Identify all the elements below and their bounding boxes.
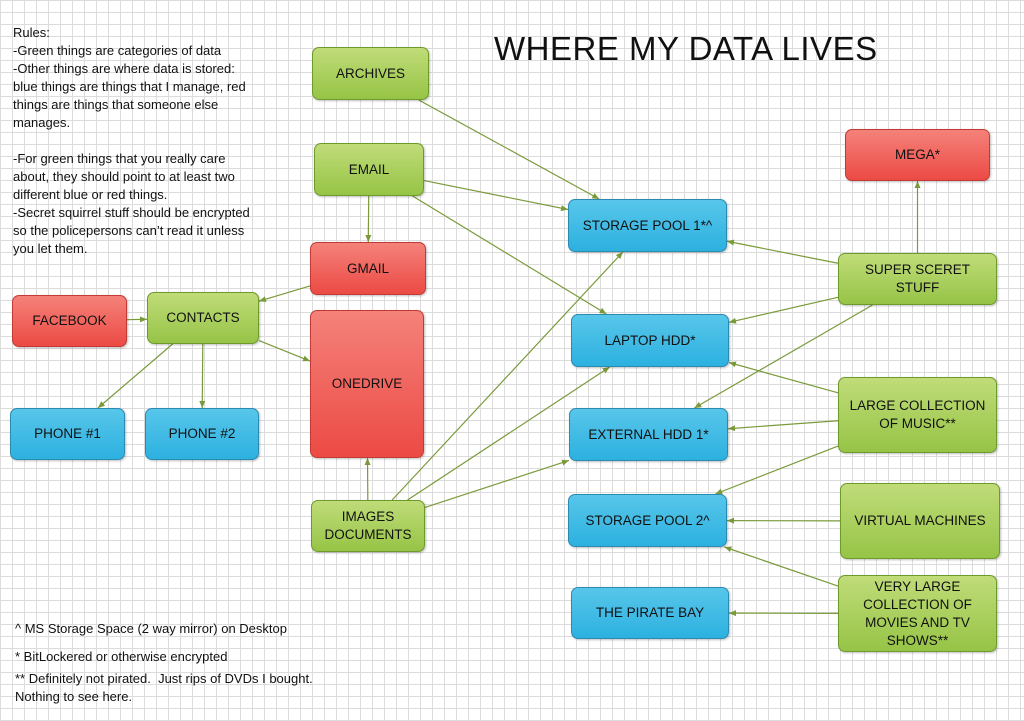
node-storage-pool-1: STORAGE POOL 1*^ bbox=[568, 199, 727, 252]
node-images-documents: IMAGES DOCUMENTS bbox=[311, 500, 425, 552]
node-gmail: GMAIL bbox=[310, 242, 426, 295]
edge-email-to-pool1 bbox=[423, 179, 569, 212]
node-super-secret-stuff: SUPER SCERET STUFF bbox=[838, 253, 997, 305]
edge-contacts-to-phone2 bbox=[199, 343, 206, 409]
node-archives: ARCHIVES bbox=[312, 47, 429, 100]
node-contacts: CONTACTS bbox=[147, 292, 259, 344]
footnote-caret: ^ MS Storage Space (2 way mirror) on Des… bbox=[15, 621, 287, 636]
edge-images-to-pool1 bbox=[391, 251, 624, 501]
edge-secret-to-laptop bbox=[728, 296, 839, 324]
edge-gmail-to-contacts bbox=[258, 285, 311, 303]
edge-contacts-to-onedrive bbox=[258, 339, 311, 362]
edge-archives-to-pool1 bbox=[418, 99, 600, 200]
edge-email-to-laptop bbox=[412, 195, 607, 315]
edge-images-to-laptop bbox=[407, 366, 611, 501]
edge-music-to-laptop bbox=[728, 361, 839, 394]
node-facebook: FACEBOOK bbox=[12, 295, 127, 347]
node-phone-2: PHONE #2 bbox=[145, 408, 259, 460]
node-onedrive: ONEDRIVE bbox=[310, 310, 424, 458]
edge-movies-to-pool2 bbox=[724, 546, 839, 587]
edge-secret-to-pool1 bbox=[726, 239, 839, 264]
edge-secret-to-exthdd bbox=[694, 304, 873, 409]
node-movies-tv-collection: VERY LARGE COLLECTION OF MOVIES AND TV S… bbox=[838, 575, 997, 652]
edge-music-to-pool2 bbox=[715, 445, 839, 495]
node-music-collection: LARGE COLLECTION OF MUSIC** bbox=[838, 377, 997, 453]
footnote-star: * BitLockered or otherwise encrypted bbox=[15, 649, 228, 664]
node-laptop-hdd: LAPTOP HDD* bbox=[571, 314, 729, 367]
node-phone-1: PHONE #1 bbox=[10, 408, 125, 460]
node-external-hdd-1: EXTERNAL HDD 1* bbox=[569, 408, 728, 461]
footnote-double-star: ** Definitely not pirated. Just rips of … bbox=[15, 671, 320, 704]
node-the-pirate-bay: THE PIRATE BAY bbox=[571, 587, 729, 639]
edge-contacts-to-phone1 bbox=[97, 343, 174, 409]
edge-music-to-exthdd bbox=[727, 420, 839, 432]
page-title: WHERE MY DATA LIVES bbox=[494, 30, 878, 67]
rules-text: Rules: -Green things are categories of d… bbox=[13, 25, 250, 256]
node-virtual-machines: VIRTUAL MACHINES bbox=[840, 483, 1000, 559]
edge-images-to-exthdd bbox=[424, 459, 570, 508]
node-mega: MEGA* bbox=[845, 129, 990, 181]
node-storage-pool-2: STORAGE POOL 2^ bbox=[568, 494, 727, 547]
node-email: EMAIL bbox=[314, 143, 424, 196]
